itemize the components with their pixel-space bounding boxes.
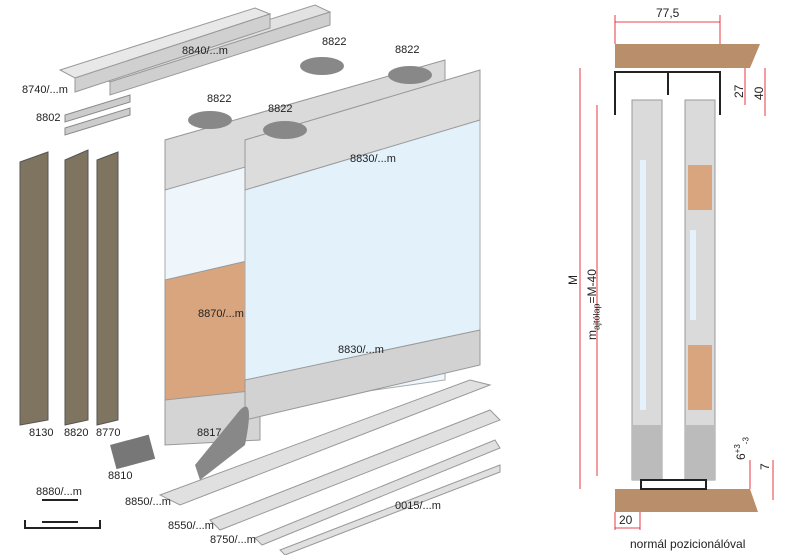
label-8822-c: 8822: [207, 93, 232, 105]
label-8850: 8850/...m: [125, 496, 171, 508]
bottom-rails: [158, 379, 501, 555]
clips-8802: [64, 94, 131, 136]
label-8870: 8870/...m: [198, 308, 244, 320]
dim-tolerance: 6+3-3: [733, 437, 750, 460]
door-front: [244, 66, 481, 421]
section-dimension-lines: [579, 15, 774, 530]
label-8130: 8130: [29, 427, 54, 439]
section-top-track: [614, 71, 721, 115]
dim-width: 77,5: [656, 6, 680, 20]
label-8830-top: 8830/...m: [350, 153, 396, 165]
label-8750: 8750/...m: [210, 534, 256, 546]
dim-tol-sub: -3: [741, 437, 751, 445]
dim-20: 20: [619, 513, 633, 527]
dim-40: 40: [752, 86, 766, 100]
label-8820: 8820: [64, 427, 89, 439]
label-8810: 8810: [108, 470, 133, 482]
dim-m-sub: ajtólap: [591, 303, 602, 330]
stopper-8810: [110, 434, 156, 470]
label-8802: 8802: [36, 112, 61, 124]
dim-27: 27: [732, 84, 746, 98]
label-8822-a: 8822: [322, 36, 347, 48]
label-8822-d: 8822: [268, 103, 293, 115]
dim-tol-value: 6: [734, 453, 748, 460]
dim-m-main: m: [585, 330, 599, 340]
section-ceiling-wood: [615, 44, 760, 68]
top-rail-8740: [58, 7, 272, 93]
label-8822-b: 8822: [395, 44, 420, 56]
dim-7: 7: [758, 463, 772, 470]
section-doors: [631, 99, 716, 490]
dim-m-formula: =M-40: [585, 269, 599, 304]
label-8740: 8740/...m: [22, 84, 68, 96]
profile-8880-section: [24, 499, 101, 529]
label-0015: 0015/...m: [395, 500, 441, 512]
section-caption: normál pozicionálóval: [630, 537, 746, 551]
positioner-8817: [195, 406, 249, 480]
label-8880: 8880/...m: [36, 486, 82, 498]
label-8770: 8770: [96, 427, 121, 439]
dim-m-door: majtólap=M-40: [585, 269, 601, 340]
label-8817: 8817: [197, 427, 222, 439]
label-8830-bottom: 8830/...m: [338, 344, 384, 356]
dim-M: M: [566, 275, 580, 285]
section-floor-wood: [615, 489, 758, 512]
side-profiles: [19, 149, 119, 426]
dim-tol-sup: +3: [733, 444, 742, 454]
label-8550: 8550/...m: [168, 520, 214, 532]
label-8840: 8840/...m: [182, 45, 228, 57]
